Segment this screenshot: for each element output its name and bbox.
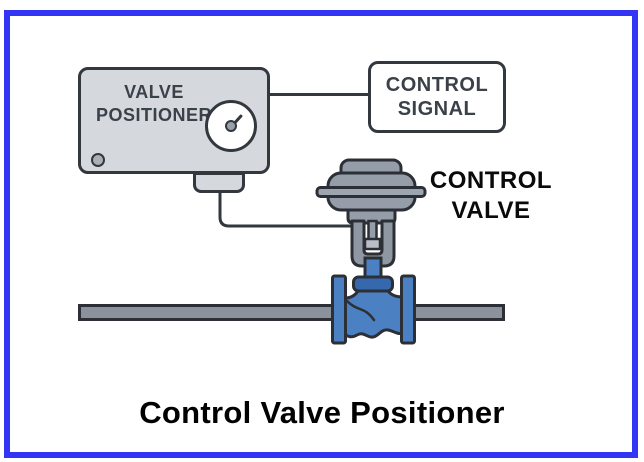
- screw-icon: [91, 153, 105, 167]
- valve-bonnet: [352, 275, 394, 293]
- valve-positioner-label-line1: VALVE: [124, 82, 184, 102]
- valve-positioner-box: VALVE POSITIONER: [78, 67, 270, 174]
- valve-body: [343, 289, 404, 339]
- control-valve-label-line2: VALVE: [451, 197, 531, 224]
- positioner-to-valve-wire: [218, 190, 352, 228]
- control-valve-graphic: [315, 158, 427, 345]
- positioner-cable-gland: [193, 172, 245, 193]
- valve-body-shading: [345, 299, 376, 322]
- process-pipe: [78, 304, 505, 321]
- positioner-to-signal-wire: [270, 93, 368, 96]
- valve-flange-left: [331, 274, 347, 345]
- valve-flange-right: [400, 274, 416, 345]
- gauge-hub-icon: [225, 120, 237, 132]
- valve-positioner-label: VALVE POSITIONER: [87, 81, 221, 127]
- control-valve-label-line1: CONTROL: [429, 167, 553, 194]
- control-signal-label: CONTROL SIGNAL: [386, 73, 488, 121]
- actuator-flange-plate: [315, 186, 427, 198]
- stem-clamp: [363, 237, 382, 251]
- diagram-title: Control Valve Positioner: [139, 395, 505, 430]
- control-signal-label-line1: CONTROL: [385, 74, 489, 96]
- gauge-icon: [205, 100, 257, 152]
- valve-positioner-label-line2: POSITIONER: [95, 105, 212, 125]
- control-signal-label-line2: SIGNAL: [397, 98, 477, 120]
- control-signal-box: CONTROL SIGNAL: [368, 61, 506, 133]
- valve-yoke: [350, 219, 396, 268]
- control-valve-label: CONTROL VALVE: [420, 166, 562, 226]
